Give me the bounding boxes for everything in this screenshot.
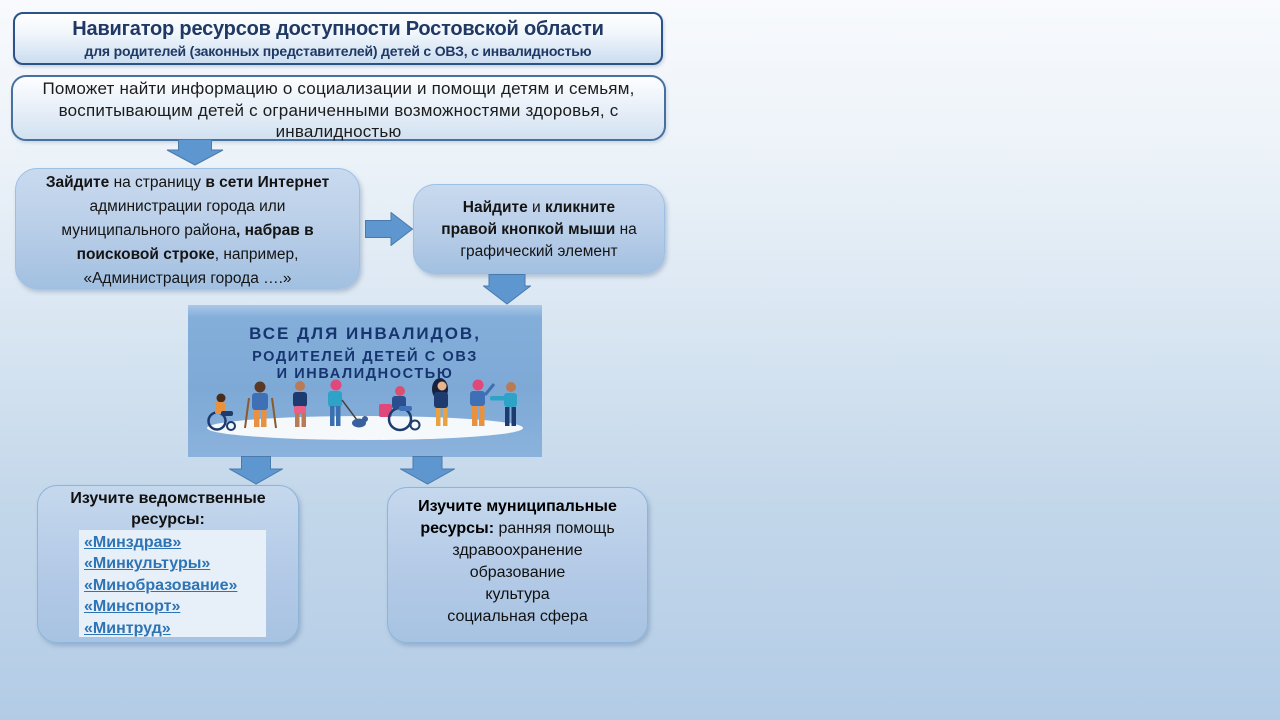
intro-line: инвалидностью	[275, 122, 402, 142]
federal-title-line2: ресурсы:	[131, 511, 205, 528]
people-illustration	[207, 378, 523, 440]
figure-wheelchair-person	[379, 386, 421, 432]
intro-line: воспитывающим детей с ограниченными возм…	[58, 100, 619, 120]
figure-long-hair-woman	[432, 378, 448, 426]
figure-raised-arm-man	[470, 379, 496, 426]
link-minkultury[interactable]: «Минкультуры»	[84, 555, 211, 573]
municipal-resources-box: Изучите муниципальные ресурсы: ранняя по…	[387, 487, 648, 643]
down-arrow-3	[229, 456, 283, 485]
down-arrow-1	[166, 139, 224, 166]
title-box: Навигатор ресурсов доступности Ростовско…	[13, 12, 663, 65]
municipal-text: Изучите муниципальные ресурсы: ранняя по…	[418, 498, 617, 625]
federal-title-line1: Изучите ведомственные	[70, 490, 266, 507]
figure-crutches-man	[244, 381, 277, 429]
banner-line2: РОДИТЕЛЕЙ ДЕТЕЙ С ОВЗ	[252, 349, 478, 365]
intro-box: Поможет найти информацию о социализации …	[11, 75, 666, 141]
down-arrow-2	[483, 274, 531, 305]
banner-line3: И ИНВАЛИДНОСТЬЮ	[276, 366, 454, 382]
figure-pointing-person	[490, 382, 517, 426]
intro-line: Поможет найти информацию о социализации …	[42, 79, 635, 99]
link-minobrazovanie[interactable]: «Минобразование»	[84, 576, 238, 594]
page-title: Навигатор ресурсов доступности Ростовско…	[72, 18, 604, 40]
step2-box: Найдите и кликните правой кнопкой мыши н…	[413, 184, 665, 274]
page-subtitle: для родителей (законных представителей) …	[84, 43, 592, 59]
ministry-links-box: «Минздрав» «Минкультуры» «Минобразование…	[79, 530, 266, 637]
federal-resources-box: Изучите ведомственные ресурсы: «Минздрав…	[37, 485, 299, 643]
banner-line1: ВСЕ ДЛЯ ИНВАЛИДОВ,	[249, 324, 481, 343]
link-minsport[interactable]: «Минспорт»	[84, 598, 181, 616]
figure-person-pink	[293, 381, 307, 427]
link-mintrud[interactable]: «Минтруд»	[84, 619, 171, 637]
figure-dog-walker	[328, 379, 368, 428]
right-arrow	[365, 212, 413, 246]
step1-box: Зайдите на страницу в сети Интернет адми…	[15, 168, 360, 289]
banner-image[interactable]: ВСЕ ДЛЯ ИНВАЛИДОВ, РОДИТЕЛЕЙ ДЕТЕЙ С ОВЗ…	[188, 305, 542, 457]
figure-wheelchair-child	[207, 393, 236, 431]
link-minzdrav[interactable]: «Минздрав»	[84, 534, 182, 551]
down-arrow-4	[400, 456, 455, 485]
